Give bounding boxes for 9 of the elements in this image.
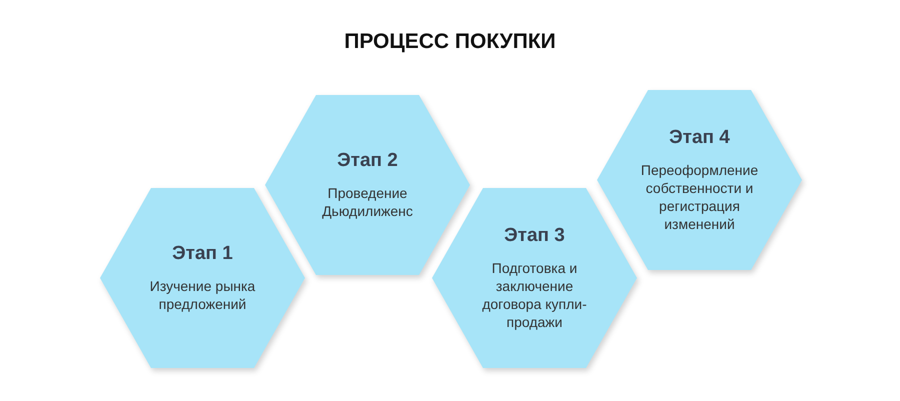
stage-heading: Этап 2 [337, 150, 398, 172]
stage-heading: Этап 3 [504, 225, 565, 247]
stage-heading: Этап 1 [172, 243, 233, 265]
stage-description: Изучение рынка предложений [148, 277, 256, 313]
stage-description: Подготовка и заключение договора купли-продажи [481, 259, 588, 331]
stage-description: Переоформление собственности и регистрация изменений [640, 161, 760, 233]
diagram-title: ПРОЦЕСС ПОКУПКИ [343, 30, 557, 54]
stage-heading: Этап 4 [669, 127, 730, 149]
stage-description: Проведение Дьюдилиженс [321, 184, 414, 220]
